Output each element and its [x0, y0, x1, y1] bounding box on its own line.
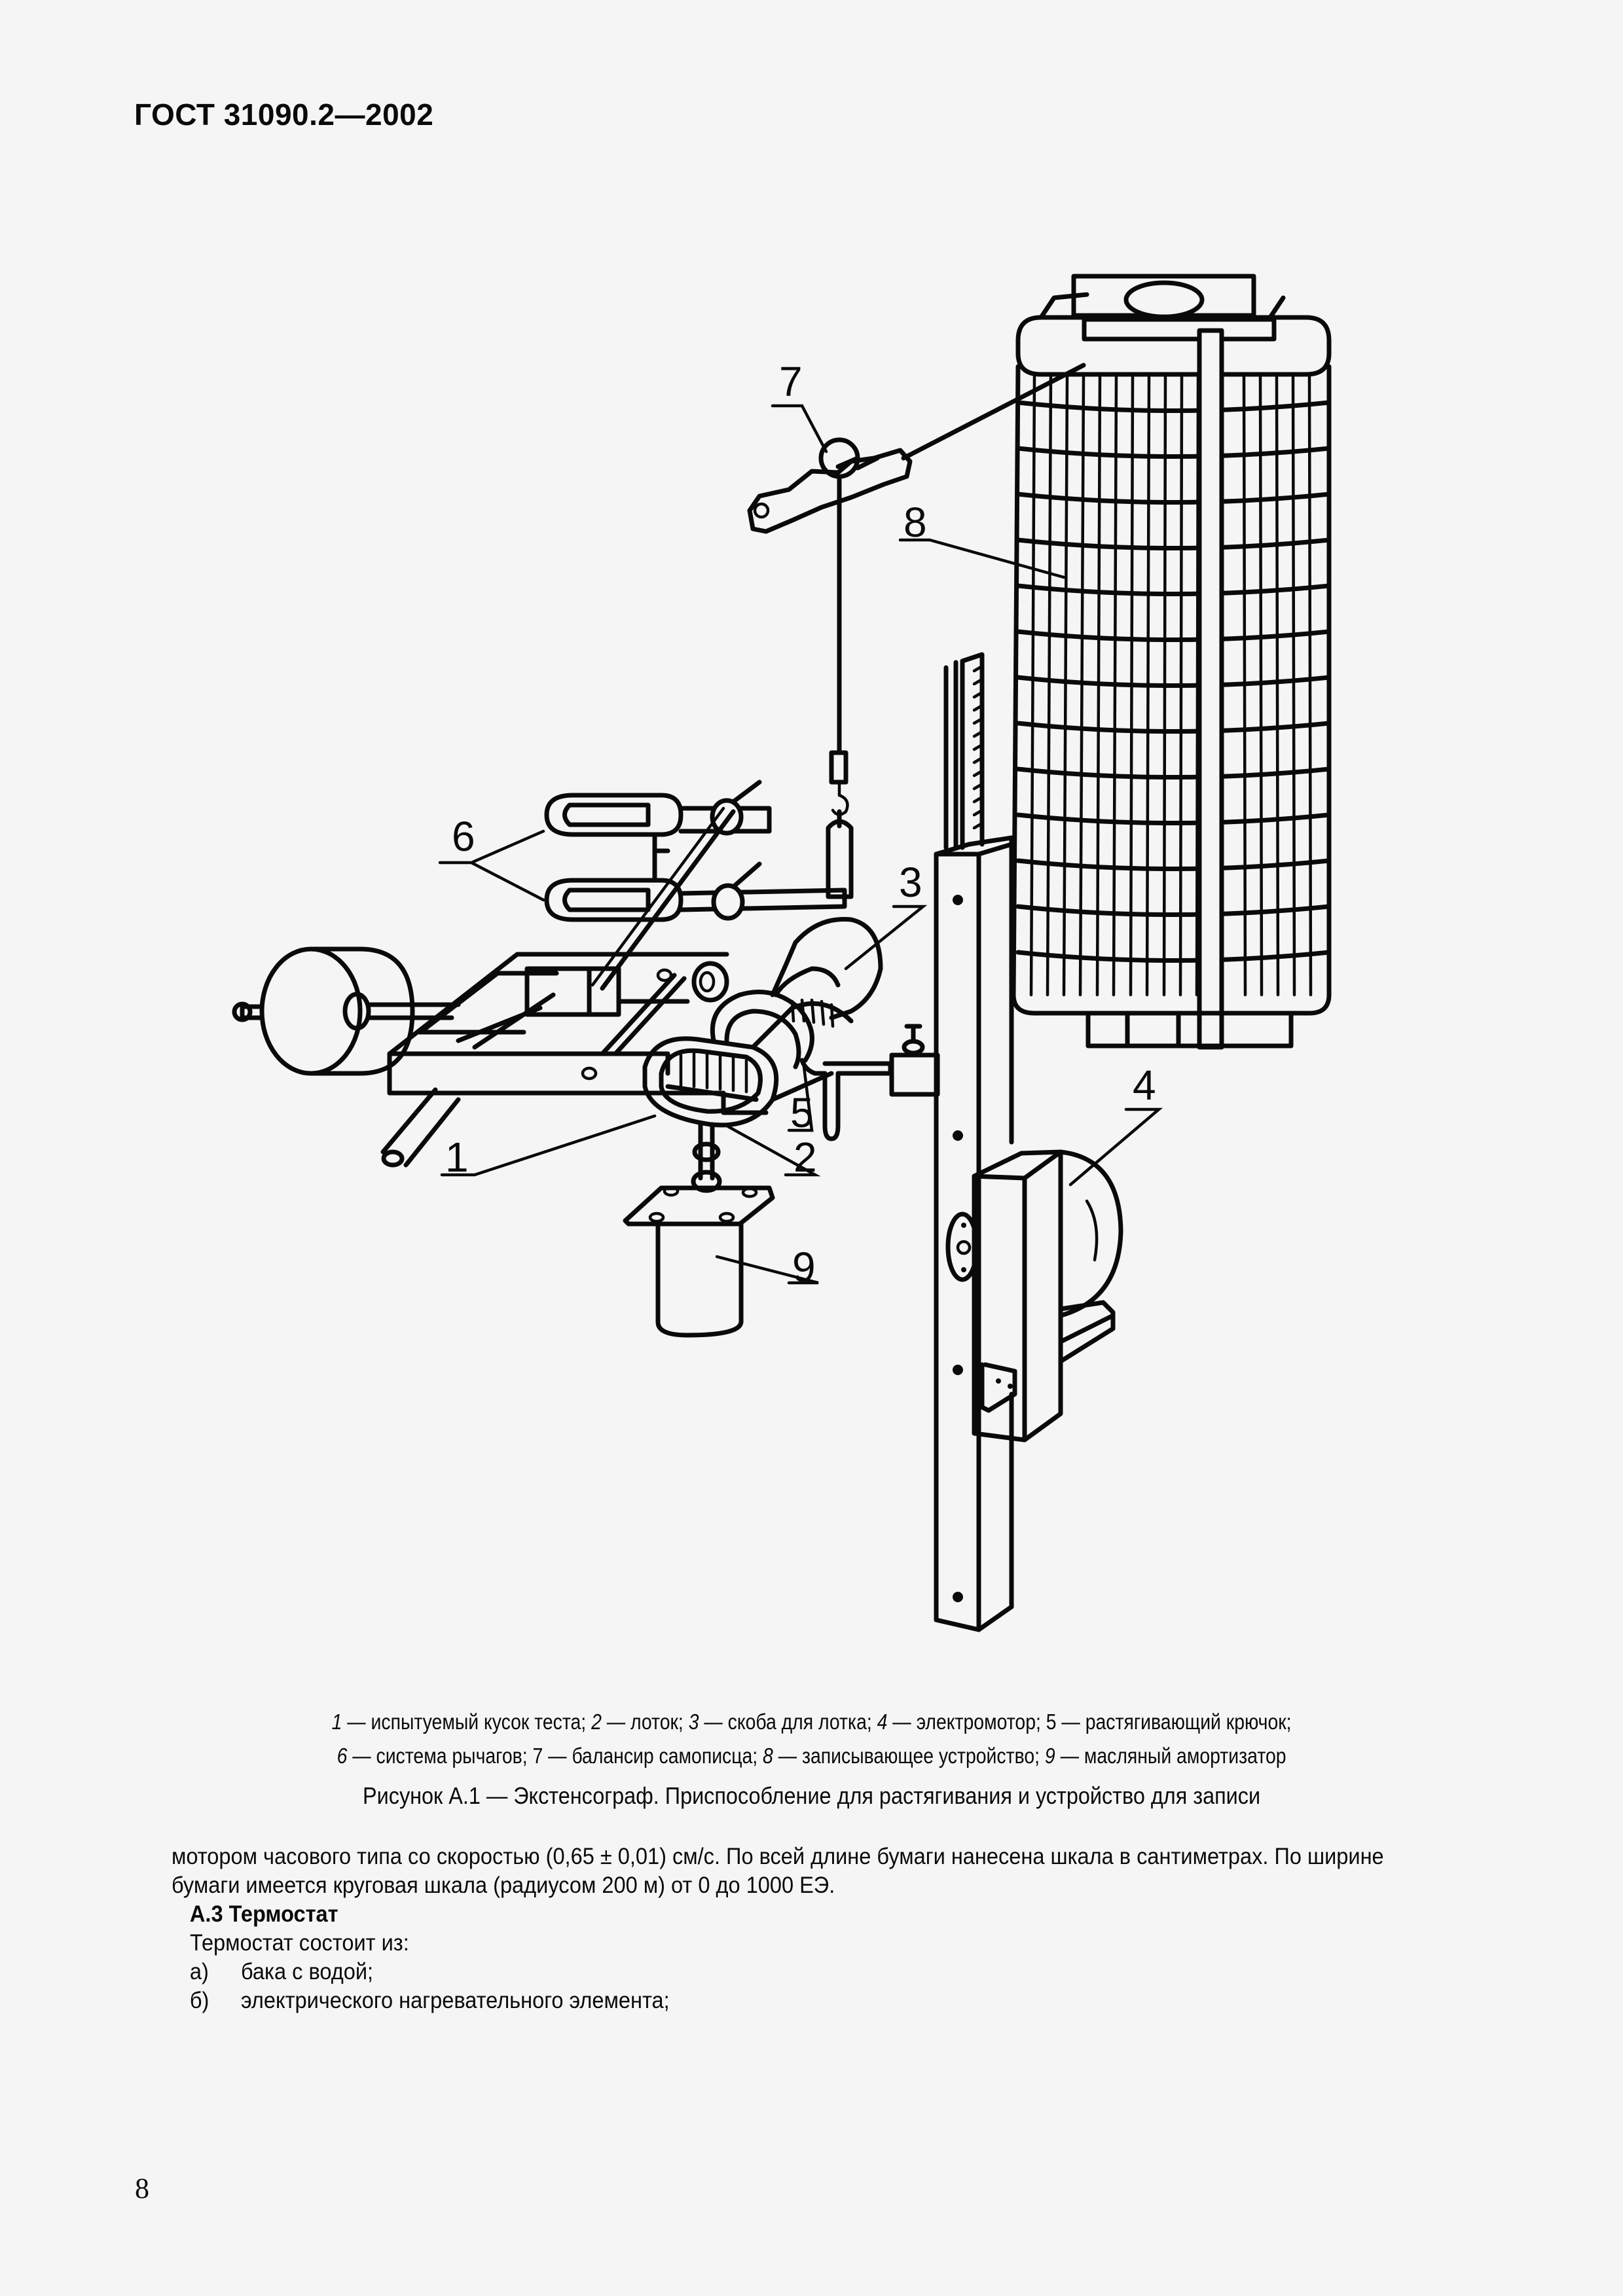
svg-text:6: 6 [452, 813, 475, 860]
callout-6: 6 [438, 813, 545, 902]
legend-text: — лоток; [601, 1710, 689, 1734]
legend-text: — скоба для лотка; [699, 1710, 877, 1734]
legend-text: — растягивающий крючок; [1056, 1710, 1292, 1734]
legend-text: — масляный амортизатор [1055, 1744, 1286, 1768]
legend-line-2: 6 — система рычагов; 7 — балансир самопи… [114, 1739, 1510, 1773]
list-text: электрического нагревательного элемента; [241, 1988, 670, 2013]
recorder-balancer-drawing [747, 363, 1086, 899]
tray-clamp-drawing [710, 916, 883, 1069]
legend-num: 4 [877, 1710, 888, 1734]
legend-line-1: 1 — испытуемый кусок теста; 2 — лоток; 3… [114, 1705, 1510, 1739]
callout-4: 4 [1068, 1062, 1163, 1187]
callout-1: 1 [440, 1114, 657, 1181]
list-text: бака с водой; [241, 1959, 374, 1984]
callout-8: 8 [898, 499, 1066, 579]
carriage-frame-drawing [232, 946, 769, 1168]
svg-text:4: 4 [1133, 1062, 1156, 1109]
legend-text: — система рычагов; [347, 1744, 533, 1768]
document-header: ГОСТ 31090.2—2002 [134, 98, 434, 132]
legend-num: 2 [591, 1710, 602, 1734]
legend-num: 9 [1044, 1744, 1055, 1768]
section-intro: Термостат состоит из: [189, 1930, 409, 1956]
callout-9: 9 [715, 1244, 819, 1291]
callout-7: 7 [771, 358, 828, 454]
paragraph-continuation: мотором часового типа со скоростью (0,65… [172, 1844, 1384, 1898]
figure-caption: Рисунок А.1 — Экстенсограф. Приспособлен… [363, 1782, 1261, 1809]
svg-text:8: 8 [903, 499, 927, 546]
legend-num: 8 [763, 1744, 773, 1768]
svg-text:3: 3 [899, 859, 922, 906]
legend-text: — балансир самописца; [543, 1744, 763, 1768]
section-title: А.3 Термостат [189, 1901, 338, 1927]
electric-motor-drawing [972, 1149, 1123, 1443]
legend-text: — испытуемый кусок теста; [342, 1710, 592, 1734]
legend-num: 3 [688, 1710, 699, 1734]
svg-text:7: 7 [779, 358, 803, 405]
lever-system-drawing [544, 780, 847, 1003]
list-item: б) электрического нагревательного элемен… [172, 1986, 1389, 2015]
stretching-hook-drawing [799, 1024, 940, 1141]
legend-num: 6 [337, 1744, 348, 1768]
oil-damper-drawing [623, 1185, 775, 1338]
list-marker: а) [189, 1959, 209, 1984]
legend-num: 1 [331, 1710, 342, 1734]
list-marker: б) [189, 1988, 210, 2013]
legend-num: 7 [532, 1744, 543, 1768]
legend-text: — электромотор; [887, 1710, 1046, 1734]
vertical-column-drawing [934, 652, 1017, 1632]
legend-num: 5 [1046, 1710, 1057, 1734]
figure-legend: 1 — испытуемый кусок теста; 2 — лоток; 3… [114, 1705, 1510, 1773]
callout-3: 3 [844, 859, 928, 971]
callout-5: 5 [787, 1065, 814, 1136]
recording-device-drawing [1011, 274, 1332, 1050]
page-number: 8 [135, 2172, 149, 2204]
extensograph-figure: 7 8 6 3 4 5 1 2 9 [232, 274, 1332, 1632]
svg-text:1: 1 [445, 1134, 469, 1181]
tray-and-dough-drawing [642, 1001, 854, 1193]
callout-2: 2 [725, 1124, 821, 1181]
legend-text: — записывающее устройство; [773, 1744, 1045, 1768]
body-text: мотором часового типа со скоростью (0,65… [172, 1842, 1389, 2015]
list-item: а) бака с водой; [172, 1958, 1389, 1986]
